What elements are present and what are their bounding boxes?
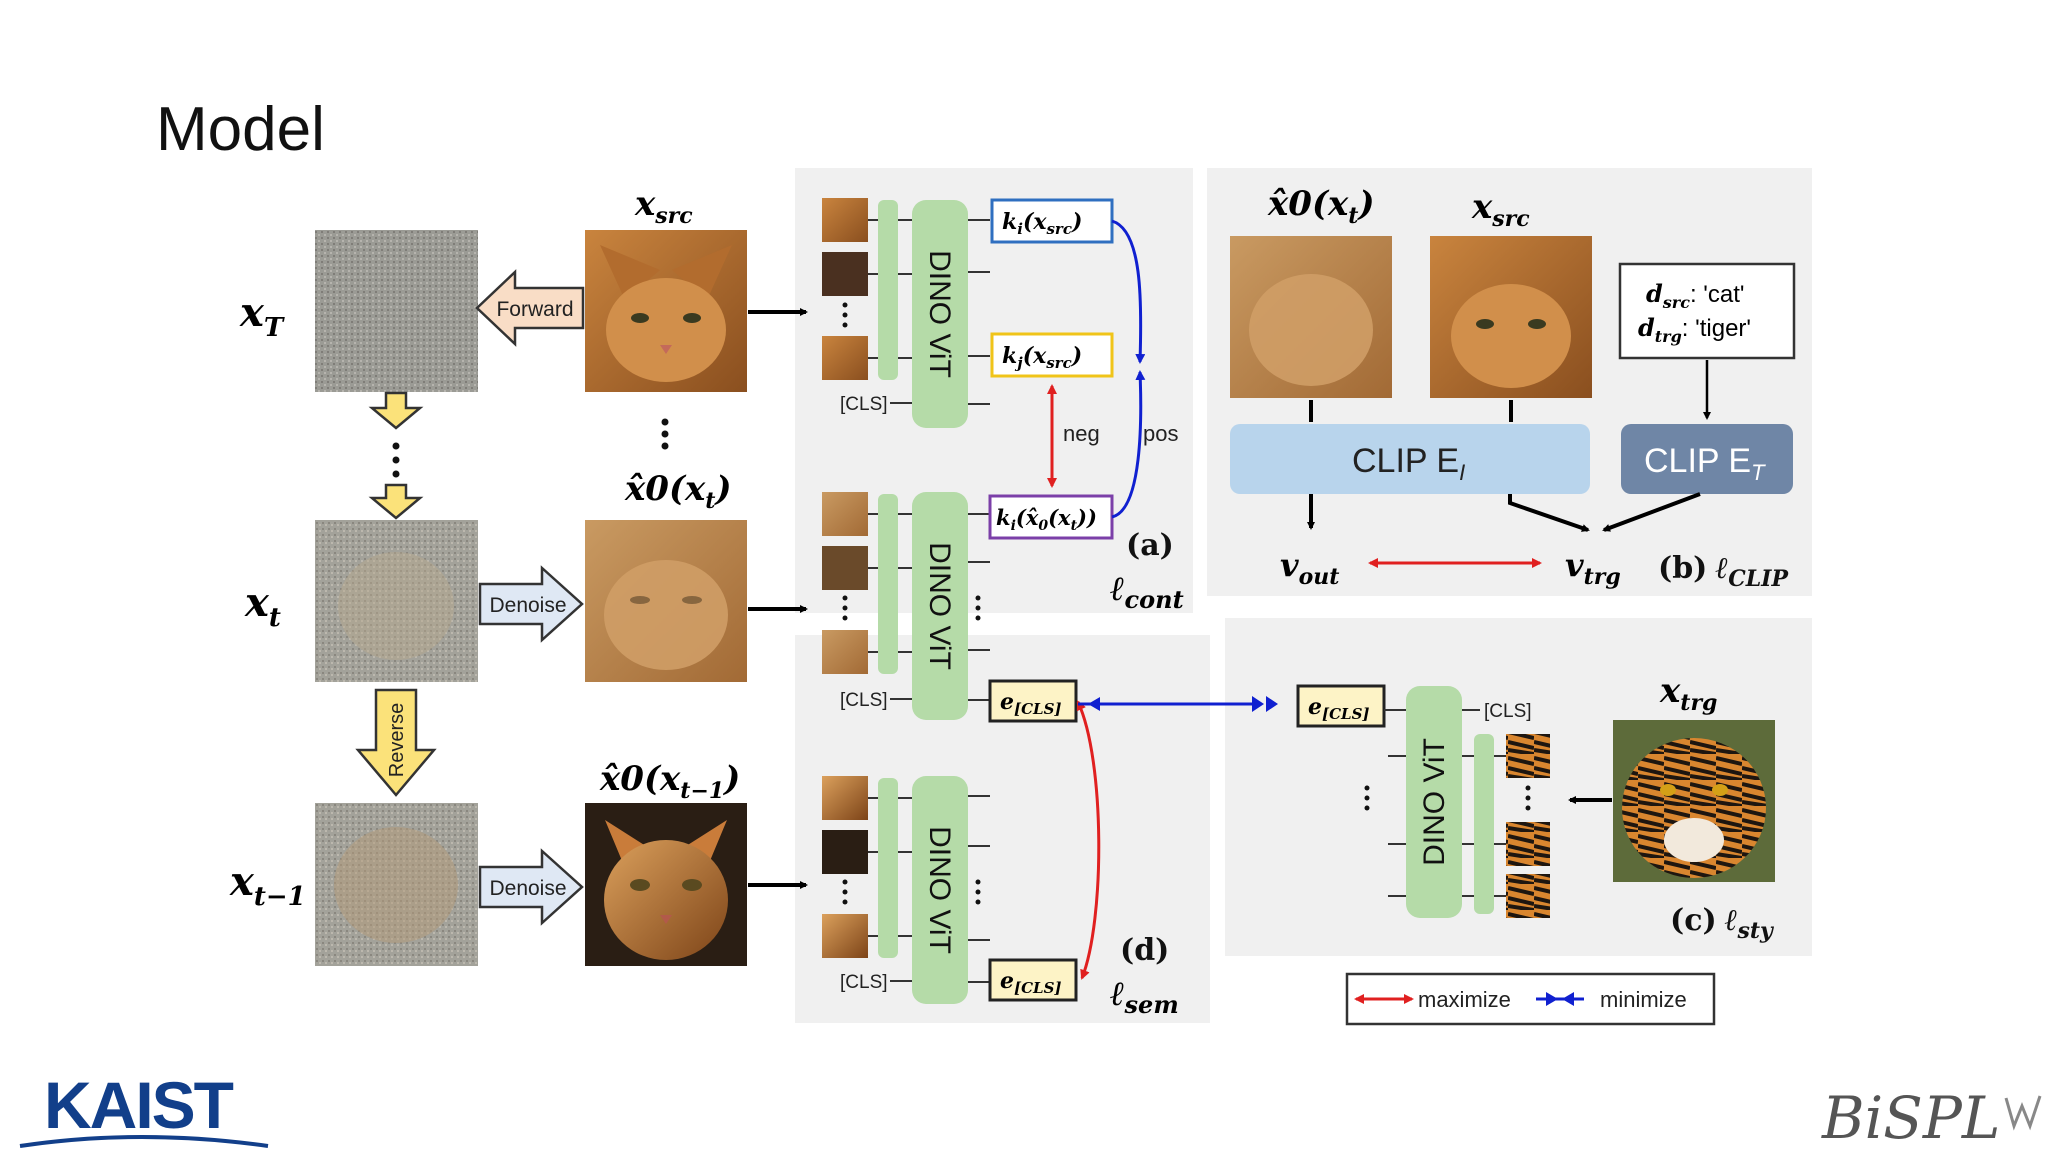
reverse-arrow: Reverse — [355, 688, 437, 797]
clip-text-encoder: CLIP ET — [1621, 424, 1793, 494]
pos-arrow-bottom — [1111, 370, 1146, 519]
forward-arrow: Forward — [475, 269, 585, 347]
panel-a-loss: ℓcont — [1110, 569, 1184, 614]
svg-text:e[CLS]: e[CLS] — [1308, 694, 1370, 723]
svg-text:Forward: Forward — [496, 298, 573, 321]
svg-text:Denoise: Denoise — [489, 594, 566, 617]
sem-maximize-arrow — [1076, 700, 1101, 980]
svg-text:[CLS]: [CLS] — [840, 394, 888, 415]
key-box-ki-src: ki(xsrc) — [990, 198, 1114, 244]
pos-label: pos — [1143, 421, 1178, 446]
dino-stack-3: DINO ViT [CLS] — [822, 776, 990, 1004]
cat-image-x0-t — [585, 520, 747, 682]
vertical-ellipsis-left — [392, 442, 400, 478]
svg-text:KAIST: KAIST — [44, 1068, 234, 1142]
svg-text:BiSPL: BiSPL — [1821, 1084, 2000, 1152]
cat-image-b-src — [1430, 236, 1592, 398]
bispl-logo: BiSPL — [1821, 1084, 2042, 1152]
e-cls-box-d: e[CLS] — [988, 958, 1078, 1002]
tiger-ghost-xtm1 — [334, 827, 458, 943]
sty-minimize-tail — [1088, 697, 1100, 711]
legend-maximize-label: maximize — [1418, 987, 1511, 1012]
panel-b-label: (b)ℓCLIP — [1658, 551, 1789, 592]
noise-image-xt — [315, 520, 478, 682]
legend: maximize minimize — [1345, 972, 1716, 1026]
svg-text:Denoise: Denoise — [489, 877, 566, 900]
label-xsrc-b: xsrc — [1471, 187, 1530, 232]
neg-label: neg — [1063, 421, 1100, 446]
label-xT: xT — [239, 289, 285, 343]
label-xsrc-left: xsrc — [634, 184, 693, 229]
svg-text:[CLS]: [CLS] — [840, 690, 888, 711]
key-box-kj-src: kj(xsrc) — [990, 332, 1114, 378]
tiger-image — [1613, 720, 1775, 882]
svg-text:DINO ViT: DINO ViT — [1418, 738, 1451, 866]
dino-stack-1: DINO ViT [CLS] — [822, 198, 990, 428]
arrow-clip-t-to-vtrg — [1602, 492, 1701, 532]
cat-image-b-x0 — [1230, 236, 1392, 398]
svg-text:DINO ViT: DINO ViT — [923, 542, 956, 670]
label-x0-t-b: x̂0(xt) — [1267, 184, 1375, 229]
arrow-clip-i-to-vtrg — [1508, 494, 1590, 532]
slide-title: Model — [156, 95, 325, 164]
text-prompt-box: dsrc: 'cat' dtrg: 'tiger' — [1618, 262, 1796, 360]
svg-text:Reverse: Reverse — [386, 703, 408, 777]
label-xt: xt — [244, 579, 281, 633]
dino-stack-c: DINO ViT [CLS] — [1364, 686, 1550, 918]
e-cls-box-c: e[CLS] — [1296, 684, 1386, 728]
svg-text:ki(xsrc): ki(xsrc) — [1002, 209, 1082, 238]
down-arrow-2 — [368, 483, 424, 520]
svg-text:[CLS]: [CLS] — [840, 972, 888, 993]
sty-minimize-arrowheads — [1252, 696, 1278, 712]
svg-text:e[CLS]: e[CLS] — [1000, 689, 1062, 718]
svg-text:DINO ViT: DINO ViT — [923, 826, 956, 954]
legend-minimize-label: minimize — [1600, 987, 1687, 1012]
panel-c-label: (c)ℓsty — [1670, 903, 1775, 944]
panel-a-label: (a) — [1126, 528, 1174, 563]
svg-text:DINO ViT: DINO ViT — [923, 250, 956, 378]
svg-text:dsrc: 'cat': dsrc: 'cat' — [1646, 279, 1744, 312]
svg-text:ki(x̂0(xt)): ki(x̂0(xt)) — [996, 505, 1097, 534]
clip-image-encoder: CLIP EI — [1230, 424, 1590, 494]
svg-text:kj(xsrc): kj(xsrc) — [1002, 343, 1082, 372]
label-xtrg: xtrg — [1659, 671, 1717, 716]
label-xtm1: xt−1 — [229, 858, 306, 912]
kaist-logo: KAIST — [19, 1068, 269, 1148]
label-vout: vout — [1280, 546, 1339, 590]
dino-stack-2: DINO ViT [CLS] — [822, 492, 990, 720]
e-cls-box-a: e[CLS] — [988, 679, 1078, 723]
svg-text:[CLS]: [CLS] — [1484, 701, 1532, 722]
panel-d-loss: ℓsem — [1110, 974, 1179, 1019]
label-vtrg: vtrg — [1565, 546, 1621, 590]
pos-arrow-top — [1111, 219, 1146, 364]
down-arrow-1 — [368, 391, 424, 430]
svg-text:CLIP ET: CLIP ET — [1644, 442, 1766, 485]
noise-image-xT — [315, 230, 478, 392]
vertical-ellipsis-cats — [661, 418, 669, 450]
cat-image-x0-tm1 — [585, 803, 747, 966]
svg-text:CLIP EI: CLIP EI — [1352, 442, 1465, 485]
cat-image-src — [585, 230, 747, 392]
label-x0-t-left: x̂0(xt) — [624, 469, 732, 514]
svg-text:dtrg: 'tiger': dtrg: 'tiger' — [1638, 313, 1751, 346]
denoise-arrow-1: Denoise — [478, 565, 584, 643]
denoise-arrow-2: Denoise — [478, 848, 584, 926]
tiger-ghost-xt — [338, 552, 454, 660]
label-x0-tm1-left: x̂0(xt−1) — [599, 759, 740, 804]
panel-d-label: (d) — [1120, 933, 1169, 968]
key-box-ki-x0: ki(x̂0(xt)) — [988, 494, 1114, 540]
svg-text:e[CLS]: e[CLS] — [1000, 968, 1062, 997]
